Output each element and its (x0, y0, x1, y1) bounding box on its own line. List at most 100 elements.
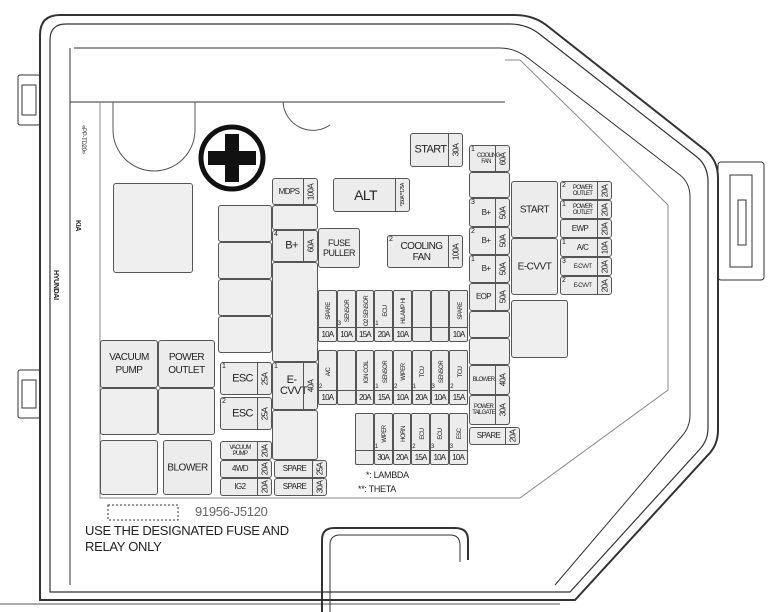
fuse-rating-cell: 30A (495, 396, 509, 424)
fuse-label: ESC (232, 372, 253, 384)
mini-fuse-9[interactable] (336, 350, 356, 405)
mini-fuse-rating: 10A (319, 327, 336, 341)
relay-0[interactable]: VACUUM PUMP (100, 340, 158, 388)
mini-fuse-rating: 10A (450, 327, 467, 341)
fuse-label: VACUUM PUMP (229, 444, 251, 457)
relay-1[interactable]: POWER OUTLET (158, 340, 215, 388)
notice-line-2: RELAY ONLY (85, 539, 162, 554)
fuse-rating-cell: 20A (597, 220, 611, 237)
relay-5[interactable]: FUSE PULLER (318, 228, 360, 268)
fuse-number: 1 (562, 201, 566, 208)
mini-fuse-number: 1 (412, 384, 417, 390)
mini-fuse-5[interactable] (411, 290, 431, 342)
fuse-number: 4 (274, 231, 278, 238)
fuse-label: B+ (481, 236, 491, 245)
kia-logo: KIA (74, 220, 81, 232)
mini-fuse-label: H/LAMP HI (401, 297, 408, 324)
mini-fuse-rating: 10A (394, 390, 411, 404)
fuse-rating: 30A (498, 403, 507, 417)
fuse-0[interactable]: MDPS 100A (272, 178, 318, 205)
mini-fuse-rating (431, 327, 449, 341)
fuse-13[interactable]: 1 POWER OUTLET 20A (560, 200, 612, 219)
mini-fuse-label: SENSOR (345, 299, 352, 322)
fuse-rating: 10A (600, 241, 609, 254)
mini-fuse-rating: 10A (431, 450, 448, 464)
mini-fuse-rating: 15A (450, 390, 467, 404)
mini-fuse-number: 3 (337, 321, 342, 327)
relay-4[interactable]: E-CVVT (511, 238, 558, 295)
fuse-label: EWP (571, 223, 589, 233)
relay-2[interactable]: BLOWER (163, 440, 212, 495)
fuse-rating: 50A (498, 290, 507, 304)
fuse-rating: *150A **175A (399, 183, 406, 207)
empty-slot (272, 205, 318, 230)
fuse-label: BLOWER (472, 377, 496, 383)
notice-line-1: USE THE DESIGNATED FUSE AND (85, 523, 289, 538)
fuse-rating: 60A (498, 152, 507, 165)
fuse-label: E-CVVT (280, 374, 308, 397)
fuse-26[interactable]: ALT*150A **175A (333, 178, 410, 212)
mini-fuse-16[interactable] (355, 413, 374, 465)
fuse-label: POWER TAILGATE (472, 404, 495, 416)
relay-label: FUSE PULLER (322, 238, 356, 258)
fuse-rating: 100A (306, 183, 315, 200)
fuse-label: MDPS (278, 186, 300, 196)
fuse-label: B+ (481, 264, 491, 273)
fuse-label: POWER OUTLET (572, 203, 593, 216)
mini-fuse-label: ECU (419, 427, 426, 440)
empty-slot (113, 183, 193, 273)
fuse-rating-cell: 20A (597, 258, 611, 275)
fuse-rating: 20A (600, 203, 609, 216)
fuse-14[interactable]: EWP 20A (560, 219, 612, 238)
fuse-rating-cell: 20A (597, 277, 611, 294)
mini-fuse-number: 1 (374, 444, 379, 450)
fuse-rating-cell: 60A (495, 146, 509, 171)
mini-fuse-6[interactable] (430, 290, 450, 342)
fuse-label: E-CVVT (573, 263, 593, 270)
relay-3[interactable]: START (511, 181, 558, 238)
fuse-number: 2 (562, 277, 566, 284)
fuse-rating-cell: 25A (312, 461, 326, 477)
